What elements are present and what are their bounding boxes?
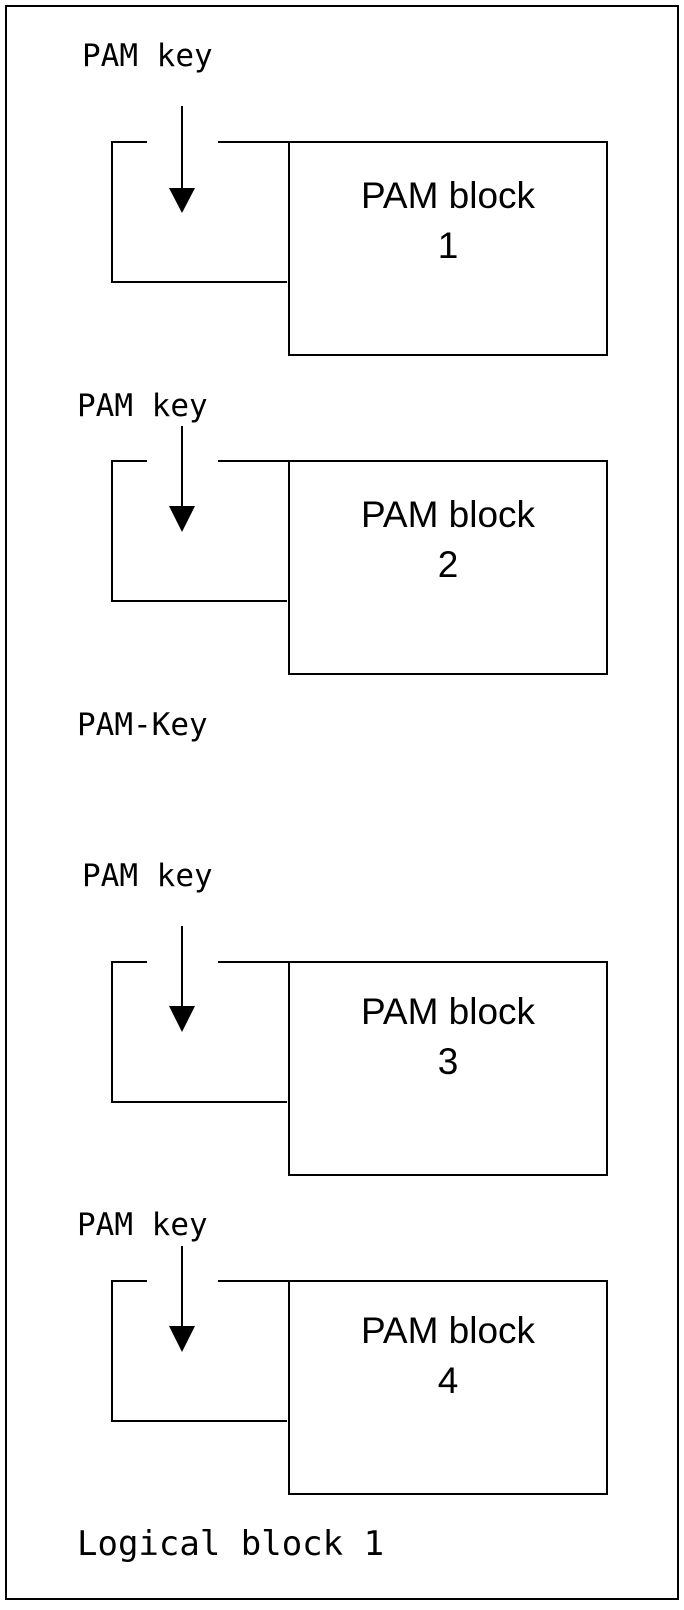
down-arrow-icon — [169, 1246, 195, 1352]
logical-block-frame — [5, 5, 679, 1600]
logical-block-label: Logical block 1 — [77, 1524, 384, 1564]
pam-block-number: 4 — [438, 1360, 459, 1401]
pam-block-box — [288, 460, 608, 675]
pam-block-title: PAM block — [361, 175, 536, 216]
pam-block-box — [288, 961, 608, 1176]
pam-key-bracket — [111, 1280, 289, 1422]
pam-block-group-1: PAM key PAM block 1 — [82, 38, 608, 356]
pam-key-separator-label: PAM-Key — [77, 707, 208, 743]
pam-block-title: PAM block — [361, 494, 536, 535]
pam-block-group-4: PAM key PAM block 4 — [77, 1207, 608, 1495]
pam-block-number: 2 — [438, 544, 459, 585]
pam-block-box — [288, 1280, 608, 1495]
down-arrow-icon — [169, 106, 195, 213]
pam-key-label: PAM key — [82, 38, 213, 74]
pam-key-bracket — [111, 460, 289, 602]
pam-key-label: PAM key — [77, 388, 208, 424]
pam-block-title: PAM block — [361, 1310, 536, 1351]
pam-key-label: PAM key — [77, 1207, 208, 1243]
down-arrow-icon — [169, 926, 195, 1032]
pam-key-bracket — [111, 141, 289, 283]
pam-key-label: PAM key — [82, 858, 213, 894]
pam-block-box — [288, 141, 608, 356]
pam-block-number: 1 — [438, 225, 459, 266]
pam-block-group-3: PAM key PAM block 3 — [82, 858, 608, 1176]
pam-key-bracket — [111, 961, 289, 1103]
pam-block-group-2: PAM key PAM block 2 — [77, 388, 608, 675]
pam-block-number: 3 — [438, 1041, 459, 1082]
down-arrow-icon — [169, 426, 195, 532]
pam-block-title: PAM block — [361, 991, 536, 1032]
